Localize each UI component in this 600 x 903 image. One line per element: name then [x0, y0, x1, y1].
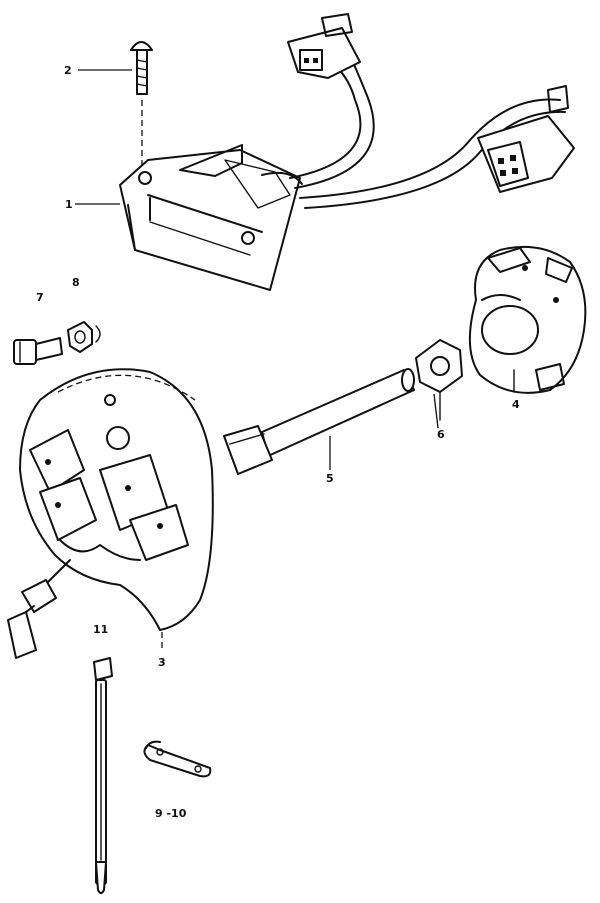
callout-11: 11 — [93, 623, 108, 636]
part-11-cable-tie — [93, 657, 113, 894]
part-9-10-clamp — [143, 740, 212, 778]
part-6-nut — [415, 339, 463, 421]
leader-6 — [433, 393, 439, 429]
callout-2: 2 — [64, 64, 72, 77]
callout-6: 6 — [437, 428, 445, 441]
part-8-washer — [67, 321, 101, 353]
callout-1: 1 — [65, 198, 73, 211]
callout-8: 8 — [72, 276, 80, 289]
part-3-stator-plate — [7, 368, 214, 659]
part-5-long-bolt — [223, 368, 415, 475]
callout-5: 5 — [326, 472, 334, 485]
part-7-bolt — [13, 337, 63, 365]
callout-7: 7 — [36, 291, 44, 304]
part-4-advancer-unit — [468, 245, 587, 394]
part-1-regulator-rectifier — [119, 13, 575, 291]
callout-9-10: 9 -10 — [155, 807, 187, 820]
callout-4: 4 — [512, 398, 520, 411]
part-2-screw — [130, 41, 153, 95]
callout-3: 3 — [158, 656, 166, 669]
